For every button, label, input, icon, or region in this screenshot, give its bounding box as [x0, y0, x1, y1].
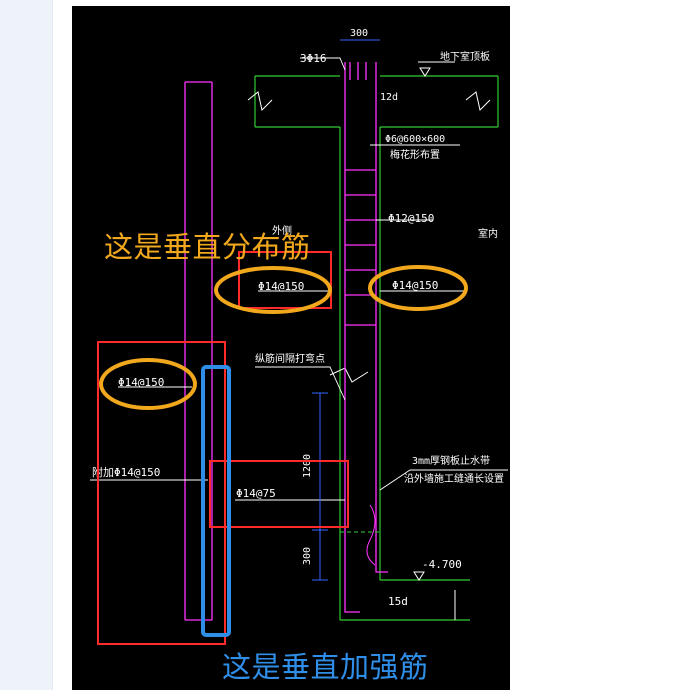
- label-inner-bar: Φ12@150: [388, 212, 434, 225]
- label-slab: 地下室顶板: [440, 50, 490, 63]
- break-symbols: [247, 91, 491, 383]
- highlight-box-strengthen: [209, 460, 349, 528]
- label-extra-bar: 附加Φ14@150: [92, 465, 160, 479]
- label-tie-spec: Φ6@600×600: [385, 134, 445, 145]
- annotation-vertical-distribution: 这是垂直分布筋: [104, 230, 311, 264]
- label-waterstop-1: 3mm厚钢板止水带: [412, 454, 490, 467]
- label-strengthen-bar: Φ14@75: [236, 487, 276, 500]
- highlight-box-left: [97, 341, 226, 645]
- label-elevation: -4.700: [422, 558, 462, 571]
- label-tag-fragment: 外侧: [272, 224, 292, 237]
- label-anchor-bottom: 15d: [388, 595, 408, 608]
- highlight-shapes: [97, 251, 468, 645]
- cad-drawing-panel: [72, 6, 510, 690]
- elevation-marker: [413, 571, 425, 581]
- label-anchor-top: 12d: [380, 92, 398, 103]
- dim-lap-length: 1200: [302, 454, 313, 478]
- wall-rebar: [184, 62, 388, 621]
- label-left-bar-circled: Φ14@150: [118, 376, 164, 389]
- annotation-vertical-strengthening: 这是垂直加强筋: [222, 650, 429, 684]
- label-indoor: 室内: [478, 227, 498, 240]
- label-top-bars: 3Φ16: [300, 52, 327, 65]
- label-waterstop-2: 沿外墙施工缝通长设置: [404, 472, 504, 485]
- label-wall-bar-left: Φ14@150: [258, 280, 304, 293]
- label-tie-note: 梅花形布置: [390, 148, 440, 161]
- circle-wall-bar-left: [214, 266, 332, 314]
- leader-lines: [90, 57, 508, 501]
- highlight-box-vertical-strengthen: [201, 365, 231, 637]
- dim-top-width: 300: [350, 28, 368, 39]
- dimension-lines: [312, 39, 380, 581]
- dim-bottom-length: 300: [302, 547, 313, 565]
- highlight-box-wall-bar: [238, 251, 332, 309]
- left-sidebar-strip: [0, 0, 53, 690]
- slab-marker: [419, 67, 431, 77]
- label-wall-bar-right: Φ14@150: [392, 279, 438, 292]
- circle-wall-bar-right: [368, 265, 468, 311]
- waterstop: [366, 504, 376, 566]
- circle-left-bar: [99, 358, 197, 410]
- label-lap-note: 纵筋间隔打弯点: [255, 352, 325, 365]
- concrete-outline: [254, 75, 499, 621]
